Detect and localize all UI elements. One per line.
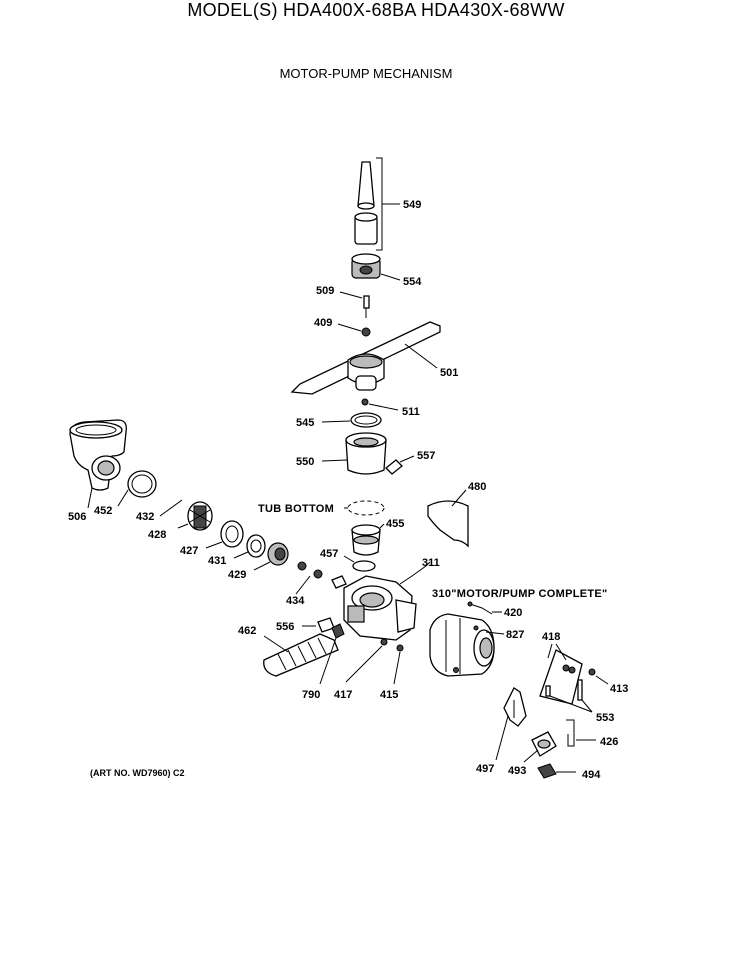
callout-427: 427 [180,545,198,557]
part-497-bracket [495,687,527,761]
callout-452: 452 [94,505,112,517]
callout-455: 455 [386,518,404,530]
part-557-clip [385,455,415,475]
callout-493: 493 [508,765,526,777]
callout-506: 506 [68,511,86,523]
part-790-clamp [319,623,345,685]
section-title: MOTOR-PUMP MECHANISM [279,66,453,81]
callout-434: 434 [286,595,305,607]
callout-501: 501 [440,367,458,379]
part-556-valve [302,617,335,633]
part-417-washer [345,638,388,683]
callout-311: 311 [422,557,440,569]
part-549-tower [354,157,400,251]
part-409-washer [337,323,371,337]
part-462-hose [263,633,339,677]
callout-494: 494 [582,769,601,781]
callout-550: 550 [296,456,314,468]
callout-462: 462 [238,625,256,637]
part-455-adapter [351,523,385,556]
motor-pump-complete-label: 310"MOTOR/PUMP COMPLETE" [432,588,608,600]
part-493-switch [523,731,557,763]
leader-432 [159,499,183,517]
callout-545: 545 [296,417,314,429]
part-506-sump [69,419,127,509]
part-429-impeller [253,542,289,571]
part-434-screws [295,561,347,595]
callout-549: 549 [403,199,421,211]
leader-827 [485,631,505,635]
callout-509: 509 [316,285,334,297]
part-480-shield [427,489,469,548]
callout-428: 428 [148,529,166,541]
part-413-screw [588,668,609,685]
part-457-seal [343,555,376,572]
part-428-impeller [177,501,213,531]
part-tub-gasket [347,500,385,516]
callout-418: 418 [542,631,560,643]
part-501-spray-arm [290,321,441,395]
callout-409: 409 [314,317,332,329]
callout-557: 557 [417,450,435,462]
callout-429: 429 [228,569,246,581]
callout-554: 554 [403,276,422,288]
callout-556: 556 [276,621,294,633]
callout-790: 790 [302,689,320,701]
callout-432: 432 [136,511,154,523]
part-415-screw [393,644,404,685]
callout-426: 426 [600,736,618,748]
part-509-screw [339,291,370,318]
art-number: (ART NO. WD7960) C2 [90,768,185,778]
callout-415: 415 [380,689,398,701]
part-310-motor [429,613,495,677]
part-311-pump-body [343,561,431,641]
part-420-wire [467,601,502,615]
callout-553: 553 [596,712,614,724]
part-431-seal [233,534,266,559]
part-545-ring [321,412,382,428]
part-452-clamp [117,470,157,507]
callout-827: 827 [506,629,524,641]
part-426-spring [566,719,596,747]
part-550-housing [321,432,387,475]
callout-413: 413 [610,683,628,695]
callout-457: 457 [320,548,338,560]
part-554-bearing [351,253,401,281]
callout-420: 420 [504,607,522,619]
callout-417: 417 [334,689,352,701]
part-494-clip [537,763,576,779]
model-title: MODEL(S) HDA400X-68BA HDA430X-68WW [187,0,565,20]
callout-431: 431 [208,555,226,567]
tub-bottom-label: TUB BOTTOM [258,503,334,515]
part-511-clip [361,398,399,411]
callout-511: 511 [402,406,420,418]
part-427-seal [205,520,244,549]
callout-480: 480 [468,481,486,493]
callout-497: 497 [476,763,494,775]
part-553-screws [545,679,593,713]
